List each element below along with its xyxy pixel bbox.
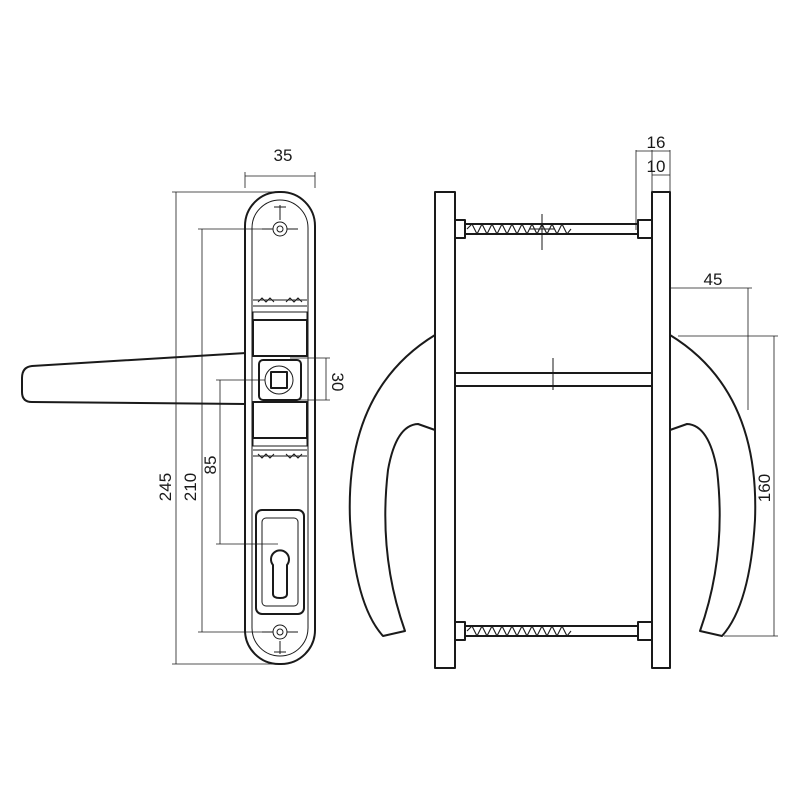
lever-handle	[21, 352, 247, 405]
dim-plate-thickness-outer: 16	[647, 133, 666, 152]
right-handle	[669, 334, 757, 637]
side-dimensions	[635, 150, 778, 637]
side-view	[348, 191, 757, 669]
dim-handle-length: 160	[755, 474, 774, 502]
spindle-hub	[258, 359, 302, 401]
dim-plate-width: 35	[274, 146, 293, 165]
top-fixing-bolt	[454, 214, 653, 250]
top-screw-hole	[262, 205, 298, 237]
front-dimensions	[172, 172, 330, 665]
dim-height-total: 245	[156, 473, 175, 501]
dimension-labels: 35 245 210 85 30 16 10 45 160	[156, 133, 774, 502]
dim-plate-thickness-inner: 10	[647, 157, 666, 176]
cylinder-cutout	[255, 509, 305, 615]
right-plate-side	[651, 191, 671, 669]
left-handle	[348, 334, 436, 637]
dim-spindle-square: 30	[328, 373, 347, 392]
front-view	[21, 191, 316, 665]
dim-height-screws: 210	[181, 473, 200, 501]
spring-mechanism	[252, 297, 308, 459]
bottom-fixing-bolt	[454, 621, 653, 641]
dim-handle-projection: 45	[704, 270, 723, 289]
spindle-bar	[454, 358, 653, 390]
dim-backset: 85	[201, 456, 220, 475]
left-plate-side	[434, 191, 456, 669]
